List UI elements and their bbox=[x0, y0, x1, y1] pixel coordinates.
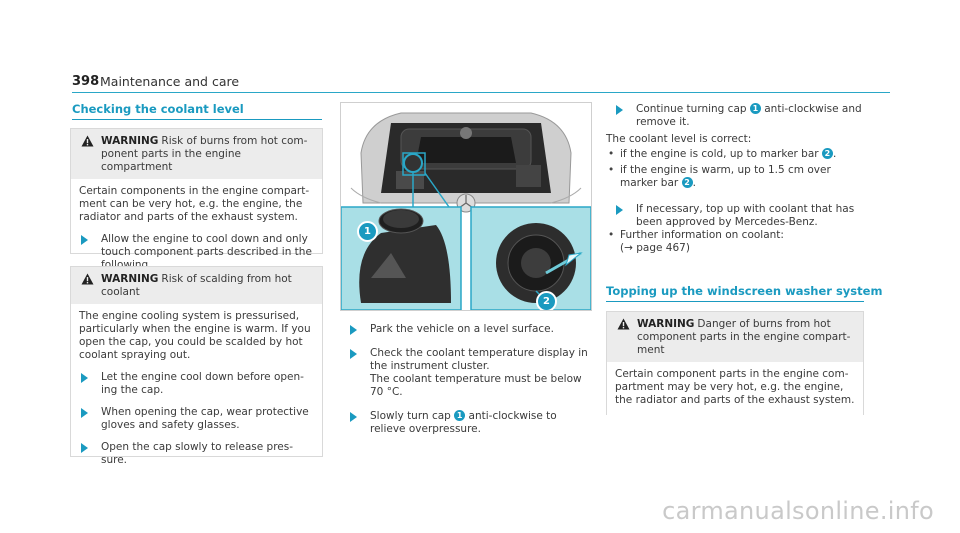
warning-title: Risk of scalding from hot coolant bbox=[101, 273, 292, 298]
figure-callout-1: 1 bbox=[357, 221, 378, 242]
bullet-further-info: Further information on coolant: (→ page … bbox=[606, 229, 868, 255]
warning-triangle-icon bbox=[81, 273, 94, 285]
step-arrow-icon bbox=[81, 408, 88, 418]
coolant-correct-label: The coolant level is correct: bbox=[606, 133, 752, 145]
step-arrow-icon bbox=[350, 349, 357, 359]
step-park: Park the vehicle on a level surface. bbox=[340, 323, 595, 336]
warning-title: Danger of burns from hot component parts… bbox=[637, 318, 851, 356]
warning-step: Open the cap slowly to release pres-sure… bbox=[71, 441, 314, 467]
page-number: 398 bbox=[72, 74, 100, 89]
watermark-text: carmanualsonline.info bbox=[662, 497, 934, 525]
header-rule bbox=[72, 92, 890, 93]
step-arrow-icon bbox=[81, 235, 88, 245]
step-arrow-icon bbox=[350, 325, 357, 335]
warning-body: Certain components in the engine compart… bbox=[71, 179, 322, 278]
col2-steps: Park the vehicle on a level surface. Che… bbox=[340, 314, 595, 436]
warning-body-text: Certain components in the engine compart… bbox=[79, 185, 310, 223]
callout-badge-2: 2 bbox=[821, 148, 833, 159]
warning-title: Risk of burns from hot com-ponent parts … bbox=[101, 135, 308, 173]
bullet-warm: if the engine is warm, up to 1.5 cm over… bbox=[606, 164, 868, 190]
warning-step: Let the engine cool down before open-ing… bbox=[71, 371, 314, 397]
bullet-text: if the engine is warm, up to 1.5 cm over… bbox=[620, 164, 831, 189]
figure-callout-2: 2 bbox=[536, 291, 557, 310]
step-text: When opening the cap, wear protective gl… bbox=[101, 406, 309, 431]
section-heading-rule bbox=[72, 119, 322, 120]
warning-body: Certain component parts in the engine co… bbox=[607, 362, 863, 413]
col3-steps: Continue turning cap 1 anti-clockwise an… bbox=[606, 94, 868, 255]
engine-figure: 1 2 bbox=[340, 102, 592, 311]
step-text: Check the coolant temperature display in… bbox=[370, 347, 588, 372]
section-heading-rule bbox=[606, 301, 864, 302]
step-arrow-icon bbox=[81, 373, 88, 383]
warning-body-text: Certain component parts in the engine co… bbox=[615, 368, 855, 406]
step-note: The coolant temperature must be below 70… bbox=[370, 373, 582, 398]
warning-label: WARNING bbox=[637, 318, 695, 330]
warning-body: The engine cooling system is pressurised… bbox=[71, 304, 322, 473]
step-turn-cap: Slowly turn cap 1 anti-clockwise to reli… bbox=[340, 410, 595, 436]
step-text: Park the vehicle on a level surface. bbox=[370, 323, 554, 335]
page-reference-link[interactable]: (→ page 467) bbox=[620, 242, 690, 254]
bullet-cold: if the engine is cold, up to marker bar … bbox=[606, 148, 868, 161]
warning-label: WARNING bbox=[101, 273, 159, 285]
step-text: Continue turning cap bbox=[636, 103, 747, 115]
step-arrow-icon bbox=[616, 205, 623, 215]
warning-triangle-icon bbox=[81, 135, 94, 147]
callout-badge-1: 1 bbox=[454, 410, 466, 421]
page-section-title: Maintenance and care bbox=[100, 74, 240, 89]
engine-compartment-illustration bbox=[341, 103, 591, 310]
warning-label: WARNING bbox=[101, 135, 159, 147]
step-text: If necessary, top up with coolant that h… bbox=[636, 203, 855, 228]
step-text: anti-clockwise and remove it. bbox=[636, 103, 862, 128]
callout-badge-1: 1 bbox=[749, 103, 761, 114]
callout-badge-2: 2 bbox=[681, 177, 693, 188]
bullet-text: Further information on coolant: bbox=[620, 229, 784, 241]
step-text: Let the engine cool down before open-ing… bbox=[101, 371, 304, 396]
section-heading-coolant: Checking the coolant level bbox=[72, 102, 244, 116]
step-text: Open the cap slowly to release pres-sure… bbox=[101, 441, 294, 466]
step-arrow-icon bbox=[81, 443, 88, 453]
step-top-up: If necessary, top up with coolant that h… bbox=[606, 203, 868, 229]
warning-body-text: The engine cooling system is pressurised… bbox=[79, 310, 311, 361]
step-check-temp: Check the coolant temperature display in… bbox=[340, 347, 595, 399]
step-text: Slowly turn cap bbox=[370, 410, 451, 422]
step-arrow-icon bbox=[616, 105, 623, 115]
section-heading-washer: Topping up the windscreen washer system bbox=[606, 284, 883, 298]
warning-triangle-icon bbox=[617, 318, 630, 330]
bullet-text: if the engine is cold, up to marker bar bbox=[620, 148, 819, 160]
step-remove-cap: Continue turning cap 1 anti-clockwise an… bbox=[606, 103, 868, 129]
step-arrow-icon bbox=[350, 412, 357, 422]
warning-step: When opening the cap, wear protective gl… bbox=[71, 406, 314, 432]
step-text: anti-clockwise to relieve overpressure. bbox=[370, 410, 557, 435]
